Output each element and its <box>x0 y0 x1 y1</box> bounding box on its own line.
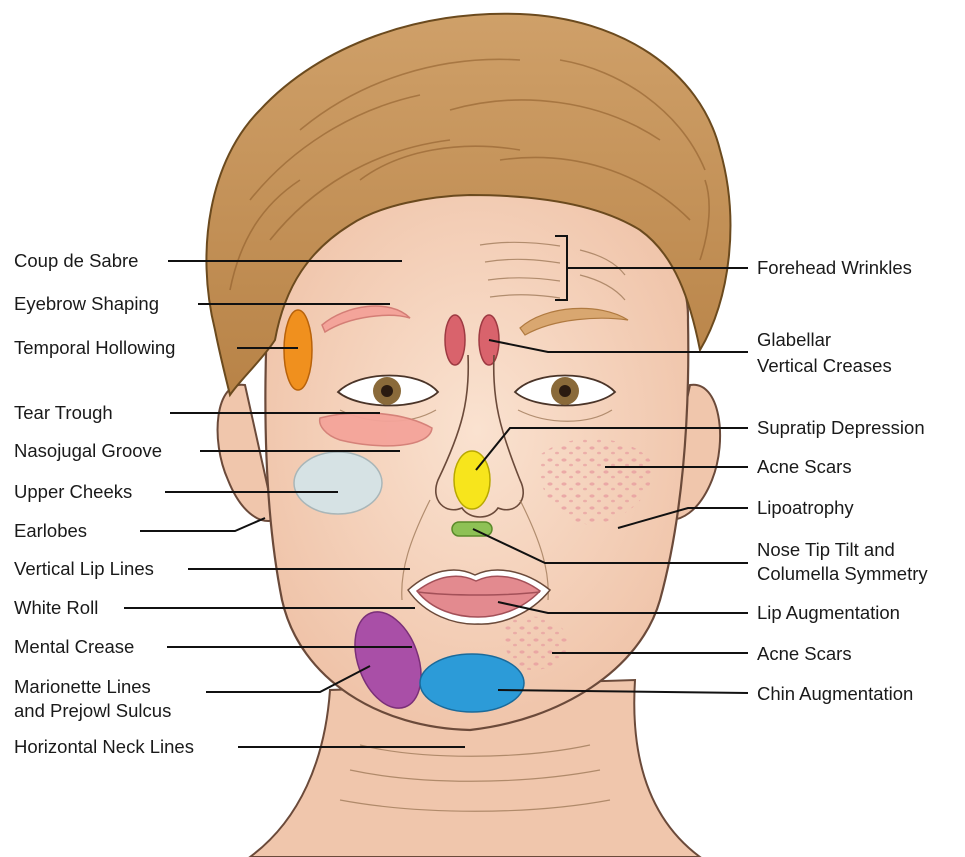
label-glabellar-line1: Glabellar <box>757 329 831 350</box>
label-acne-scars-lower: Acne Scars <box>757 643 852 664</box>
label-glabellar-line2: Vertical Creases <box>757 355 892 376</box>
leader-earlobes <box>140 518 265 531</box>
label-lip-augmentation: Lip Augmentation <box>757 602 900 623</box>
label-earlobes: Earlobes <box>14 520 87 541</box>
label-acne-scars-upper: Acne Scars <box>757 456 852 477</box>
label-chin-augmentation: Chin Augmentation <box>757 683 913 704</box>
label-vertical-lip-lines: Vertical Lip Lines <box>14 558 154 579</box>
label-nose-tip-line1: Nose Tip Tilt and <box>757 539 895 560</box>
label-eyebrow-shaping: Eyebrow Shaping <box>14 293 159 314</box>
label-horizontal-neck-lines: Horizontal Neck Lines <box>14 736 194 757</box>
label-supratip-depression: Supratip Depression <box>757 417 925 438</box>
label-white-roll: White Roll <box>14 597 98 618</box>
label-marionette-line1: Marionette Lines <box>14 676 151 697</box>
label-tear-trough: Tear Trough <box>14 402 113 423</box>
label-marionette-line2: and Prejowl Sulcus <box>14 700 171 721</box>
label-temporal-hollowing: Temporal Hollowing <box>14 337 175 358</box>
label-mental-crease: Mental Crease <box>14 636 134 657</box>
chin-augmentation-zone <box>420 654 524 712</box>
label-upper-cheeks: Upper Cheeks <box>14 481 132 502</box>
label-coup-de-sabre: Coup de Sabre <box>14 250 138 271</box>
label-nose-tip-line2: Columella Symmetry <box>757 563 928 584</box>
glabellar-left-zone <box>445 315 465 365</box>
label-nasojugal-groove: Nasojugal Groove <box>14 440 162 461</box>
label-forehead-wrinkles: Forehead Wrinkles <box>757 257 912 278</box>
nose-tip-zone <box>452 522 492 536</box>
upper-cheeks-zone <box>294 452 382 514</box>
temporal-hollowing-zone <box>284 310 312 390</box>
label-lipoatrophy: Lipoatrophy <box>757 497 854 518</box>
